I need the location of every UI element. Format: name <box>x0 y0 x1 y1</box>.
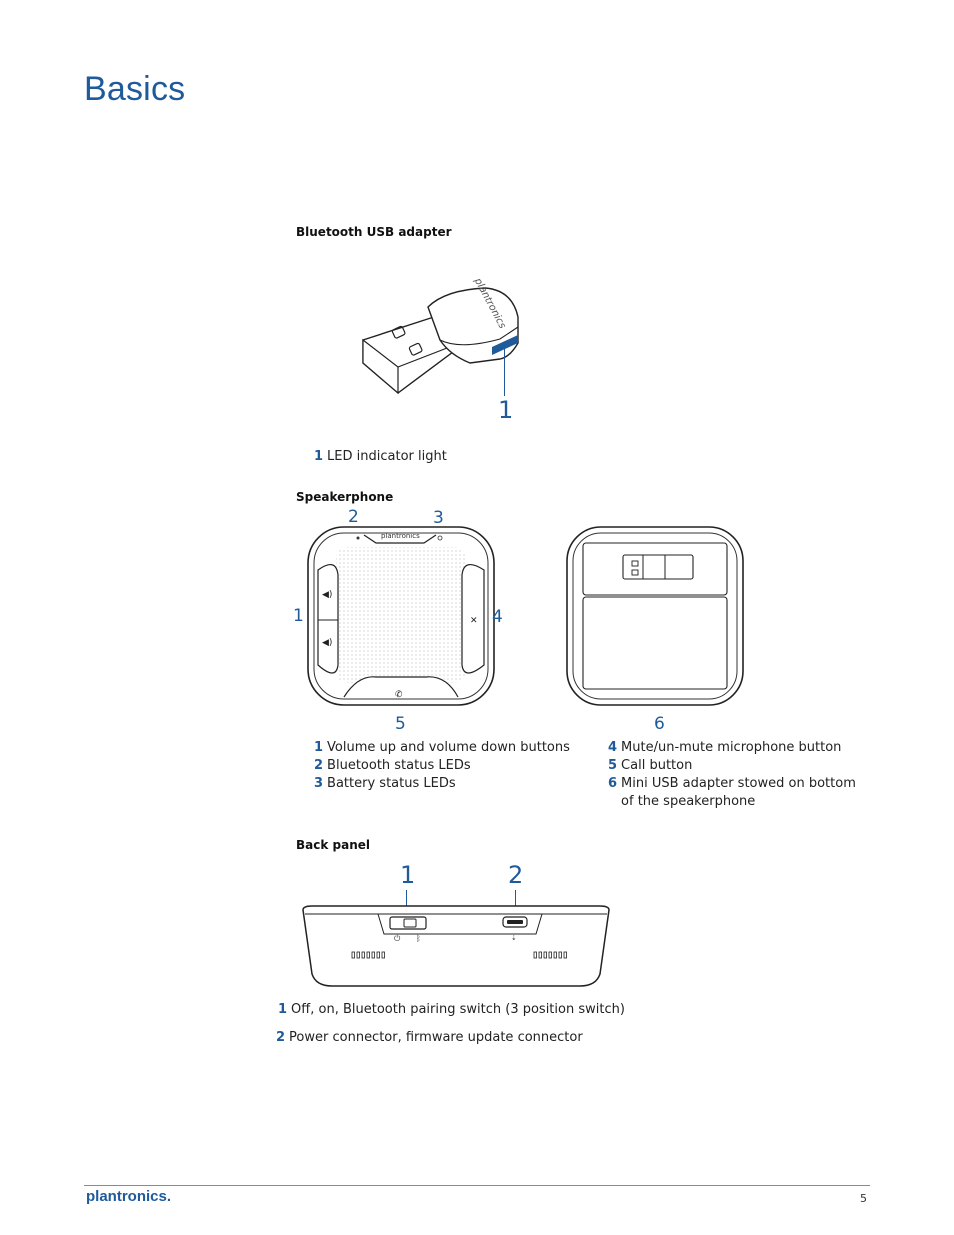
speakerphone-callout-3: 3 <box>433 508 444 528</box>
speakerphone-top-illustration: ◀) ◀) ✕ ✆ <box>307 526 495 706</box>
footer-logo: plantronics. <box>86 1188 172 1205</box>
svg-text:⏻: ⏻ <box>394 934 401 943</box>
usb-callout-1: 1 <box>498 396 514 424</box>
svg-text:✆: ✆ <box>395 690 403 700</box>
speakerphone-callout-5: 5 <box>395 714 406 734</box>
speakerphone-bottom-illustration <box>566 526 744 706</box>
svg-text:ᛒ: ᛒ <box>416 934 421 943</box>
speakerphone-callout-4: 4 <box>492 607 503 627</box>
speakerphone-callout-6: 6 <box>654 714 665 734</box>
speakerphone-heading: Speakerphone <box>296 490 394 504</box>
speakerphone-callout-2: 2 <box>348 507 359 527</box>
usb-adapter-illustration <box>362 287 519 395</box>
back-panel-callout-2: 2 <box>508 861 524 889</box>
footer-divider <box>84 1185 870 1186</box>
svg-text:◀): ◀) <box>322 638 332 648</box>
usb-adapter-heading: Bluetooth USB adapter <box>296 225 452 239</box>
page-number: 5 <box>860 1192 867 1205</box>
back-callout-line-2 <box>515 890 516 918</box>
speakerphone-logo: plantronics <box>381 532 420 540</box>
back-panel-callout-1: 1 <box>400 861 416 889</box>
svg-text:◀): ◀) <box>322 590 332 600</box>
back-callout-line-1 <box>406 890 407 920</box>
back-panel-heading: Back panel <box>296 838 370 852</box>
back-panel-illustration: ⏻ ᛒ ⇣ <box>302 905 610 987</box>
svg-text:✕: ✕ <box>470 616 478 626</box>
speakerphone-callout-1: 1 <box>293 606 304 626</box>
svg-text:⇣: ⇣ <box>511 934 517 942</box>
usb-callout-line <box>504 348 505 396</box>
page-title: Basics <box>84 70 186 108</box>
